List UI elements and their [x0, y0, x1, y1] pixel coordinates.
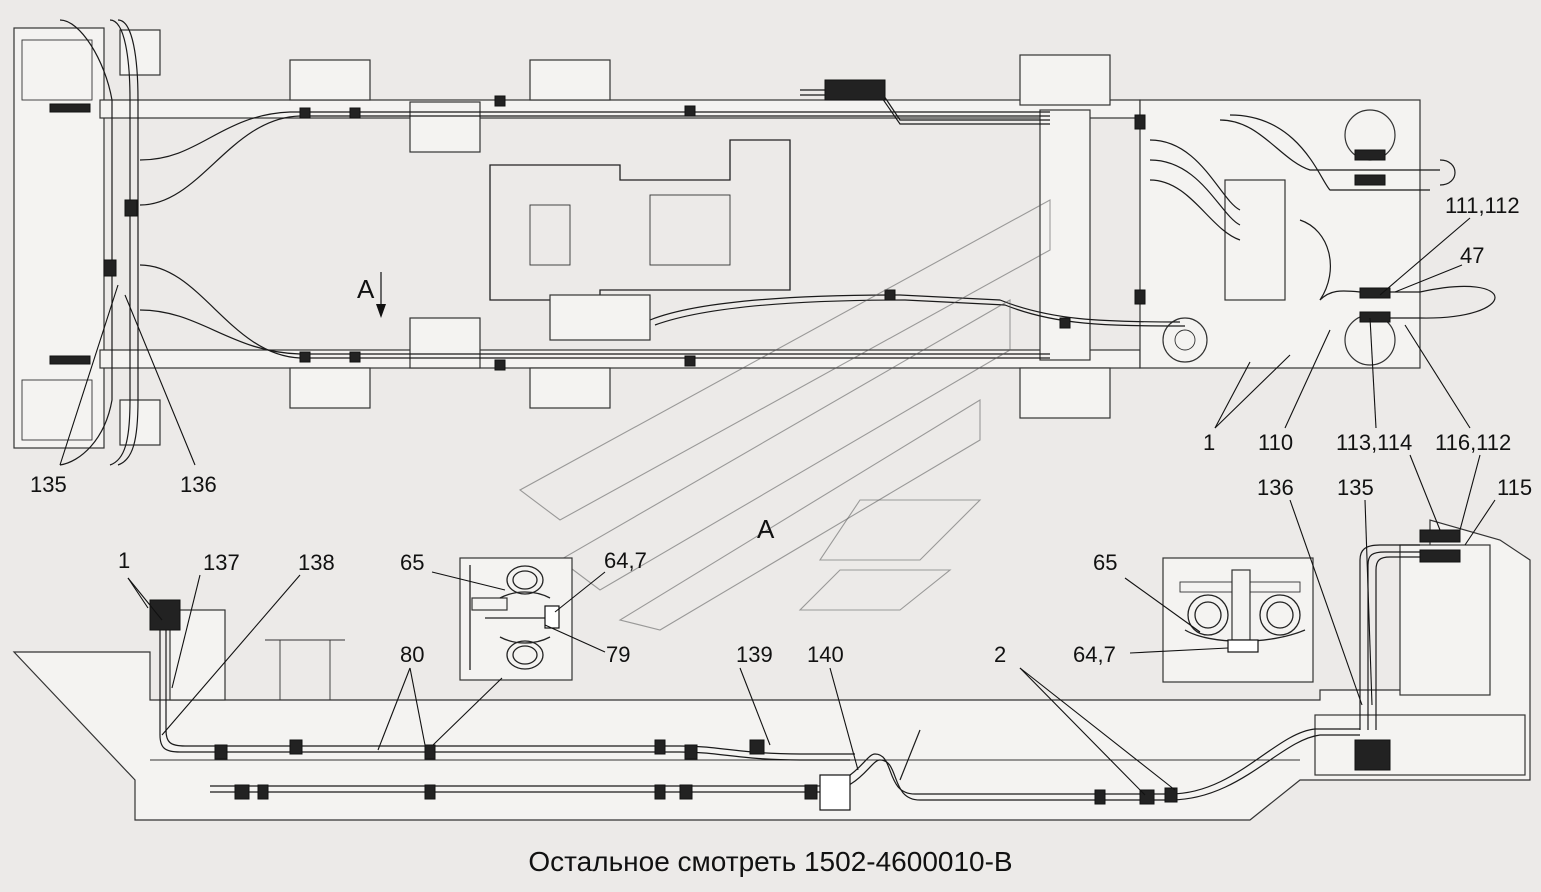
watermark-logo [518, 199, 1051, 631]
footer-note: Остальное смотреть 1502-4600010-В [528, 846, 1013, 877]
view-arrow: А [357, 272, 386, 318]
callout-2: 2 [994, 642, 1006, 667]
chassis-top-view [13, 19, 1496, 466]
callout-116-112: 116,112 [1435, 430, 1511, 455]
callout-65-right: 65 [1093, 550, 1117, 575]
callout-111-112: 111,112 [1445, 193, 1520, 218]
callout-137: 137 [203, 550, 240, 575]
callout-65-left: 65 [400, 550, 424, 575]
callout-136: 136 [180, 472, 217, 497]
section-view-title: А [757, 514, 775, 544]
callout-140: 140 [807, 642, 844, 667]
top-view-callouts: 135 136 1 110 113,114 116,112 111,112 47 [30, 193, 1520, 497]
callout-138: 138 [298, 550, 335, 575]
callout-side-136: 136 [1257, 475, 1294, 500]
view-marker-label: А [357, 274, 375, 304]
front-axle-block [13, 27, 105, 449]
frame-rail-upper [99, 99, 1141, 119]
callout-110: 110 [1258, 430, 1293, 455]
chassis-side-outline [12, 519, 1531, 821]
callout-64-7-right: 64,7 [1073, 642, 1116, 667]
callout-113-114: 113,114 [1336, 430, 1412, 455]
callout-135: 135 [30, 472, 67, 497]
transmission-block [489, 139, 791, 301]
callout-139: 139 [736, 642, 773, 667]
detail-inset-left [459, 557, 573, 681]
callout-1: 1 [1203, 430, 1215, 455]
detail-inset-right [1162, 557, 1314, 683]
callout-side-1: 1 [118, 548, 130, 573]
callout-side-135: 135 [1337, 475, 1374, 500]
callout-80: 80 [400, 642, 424, 667]
callout-115: 115 [1497, 475, 1532, 500]
section-view-a: А [12, 514, 1531, 821]
callout-47: 47 [1460, 243, 1484, 268]
callout-79: 79 [606, 642, 630, 667]
section-view-callouts: 1 137 138 65 64,7 79 80 139 140 2 65 64,… [118, 454, 1532, 796]
callout-64-7-left: 64,7 [604, 548, 647, 573]
